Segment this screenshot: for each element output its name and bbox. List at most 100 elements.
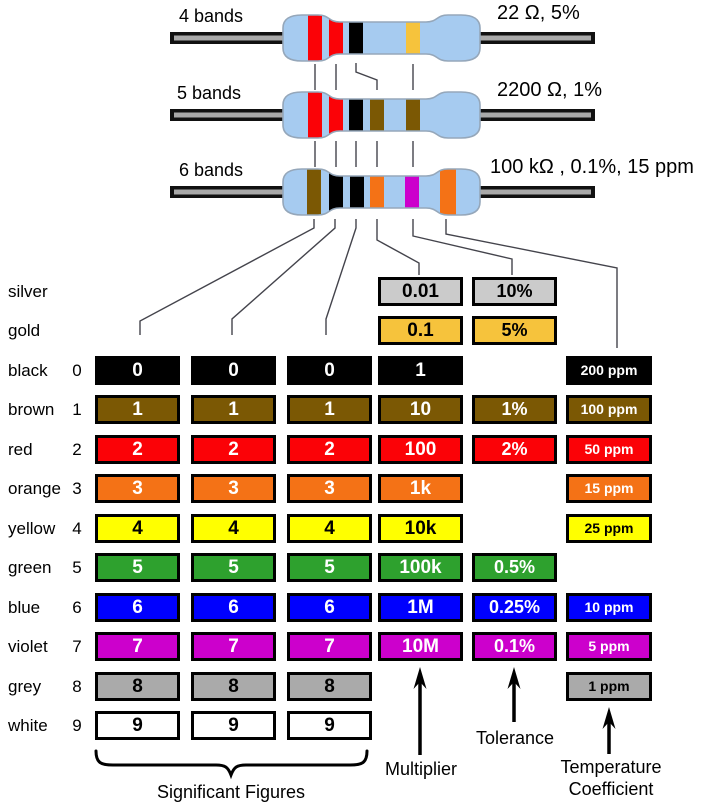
band-black <box>350 169 364 215</box>
band-red <box>329 15 343 61</box>
temperature-coefficient-line2: Coefficient <box>568 779 654 799</box>
tolerance-arrow-icon <box>507 667 521 722</box>
row-label-silver: silver <box>8 282 48 301</box>
band-brown <box>406 92 420 138</box>
cell-brown-sig1: 1 <box>95 395 180 424</box>
cell-red-temp: 50 ppm <box>566 435 652 464</box>
row-digit-red: 2 <box>72 440 82 459</box>
band-violet <box>405 169 419 215</box>
cell-brown-sig3: 1 <box>287 395 372 424</box>
row-digit-green: 5 <box>72 558 82 577</box>
resistor-4-band <box>170 14 595 62</box>
cell-silver-tol: 10% <box>472 277 557 306</box>
band-brown <box>307 169 321 215</box>
row-label-red: red <box>8 440 33 459</box>
resistor-6band-label: 6 bands <box>179 160 244 180</box>
band-orange <box>440 169 456 215</box>
row-digit-yellow: 4 <box>72 519 82 538</box>
cell-blue-sig1: 6 <box>95 593 180 622</box>
cell-brown-mult: 10 <box>378 395 463 424</box>
row-label-orange: orange <box>8 479 61 498</box>
cell-violet-sig3: 7 <box>287 632 372 661</box>
cell-white-sig1: 9 <box>95 711 180 740</box>
cell-red-mult: 100 <box>378 435 463 464</box>
temperature-coefficient-line1: Temperature <box>560 757 662 777</box>
cell-orange-temp: 15 ppm <box>566 474 652 503</box>
cell-white-sig3: 9 <box>287 711 372 740</box>
cell-silver-mult: 0.01 <box>378 277 463 306</box>
cell-black-sig1: 0 <box>95 356 180 385</box>
cell-orange-mult: 1k <box>378 474 463 503</box>
cell-orange-sig1: 3 <box>95 474 180 503</box>
cell-blue-temp: 10 ppm <box>566 593 652 622</box>
multiplier-label: Multiplier <box>384 759 458 779</box>
significant-figures-brace <box>94 749 369 780</box>
cell-violet-mult: 10M <box>378 632 463 661</box>
row-digit-orange: 3 <box>72 479 82 498</box>
band-black <box>349 15 363 61</box>
resistor-6band-value: 100 kΩ , 0.1%, 15 ppm <box>490 156 694 178</box>
cell-red-sig2: 2 <box>191 435 276 464</box>
resistor-6-band <box>170 168 595 216</box>
cell-blue-sig2: 6 <box>191 593 276 622</box>
cell-green-sig3: 5 <box>287 553 372 582</box>
cell-black-sig3: 0 <box>287 356 372 385</box>
row-label-white: white <box>8 716 48 735</box>
resistor-body-outline <box>282 91 481 139</box>
resistor-4band-label: 4 bands <box>179 6 244 26</box>
cell-brown-sig2: 1 <box>191 395 276 424</box>
cell-green-tol: 0.5% <box>472 553 557 582</box>
row-digit-violet: 7 <box>72 637 82 656</box>
row-digit-blue: 6 <box>72 598 82 617</box>
cell-grey-sig1: 8 <box>95 672 180 701</box>
cell-orange-sig2: 3 <box>191 474 276 503</box>
cell-green-mult: 100k <box>378 553 463 582</box>
temperature-coefficient-label: Temperature Coefficient <box>560 756 661 800</box>
temperature-coefficient-arrow-icon <box>602 707 616 754</box>
cell-grey-temp: 1 ppm <box>566 672 652 701</box>
resistor-4band-value: 22 Ω, 5% <box>497 2 580 24</box>
cell-black-mult: 1 <box>378 356 463 385</box>
cell-red-tol: 2% <box>472 435 557 464</box>
row-label-green: green <box>8 558 52 577</box>
cell-yellow-temp: 25 ppm <box>566 514 652 543</box>
cell-black-temp: 200 ppm <box>566 356 652 385</box>
cell-yellow-sig3: 4 <box>287 514 372 543</box>
cell-yellow-sig1: 4 <box>95 514 180 543</box>
resistor-body-outline <box>282 168 481 216</box>
resistor-5band-label: 5 bands <box>177 83 242 103</box>
row-digit-black: 0 <box>72 361 82 380</box>
band-black <box>329 169 343 215</box>
cell-gold-mult: 0.1 <box>378 316 463 345</box>
resistor-5band-value: 2200 Ω, 1% <box>497 79 603 101</box>
row-label-blue: blue <box>8 598 41 617</box>
cell-blue-mult: 1M <box>378 593 463 622</box>
band-black <box>349 92 363 138</box>
row-digit-white: 9 <box>72 716 82 735</box>
row-label-black: black <box>8 361 48 380</box>
band-gold <box>406 15 420 61</box>
row-label-gold: gold <box>8 321 41 340</box>
cell-violet-tol: 0.1% <box>472 632 557 661</box>
significant-figures-label: Significant Figures <box>156 782 306 802</box>
band-pointer-lines <box>139 63 618 348</box>
row-label-yellow: yellow <box>8 519 56 538</box>
cell-white-sig2: 9 <box>191 711 276 740</box>
cell-yellow-mult: 10k <box>378 514 463 543</box>
resistor-body-outline <box>282 14 481 62</box>
cell-orange-sig3: 3 <box>287 474 372 503</box>
multiplier-arrow-icon <box>413 667 427 755</box>
cell-red-sig3: 2 <box>287 435 372 464</box>
cell-brown-temp: 100 ppm <box>566 395 652 424</box>
row-digit-grey: 8 <box>72 677 82 696</box>
band-brown <box>370 92 384 138</box>
cell-violet-sig2: 7 <box>191 632 276 661</box>
cell-green-sig2: 5 <box>191 553 276 582</box>
row-label-grey: grey <box>8 677 42 696</box>
cell-red-sig1: 2 <box>95 435 180 464</box>
cell-grey-sig2: 8 <box>191 672 276 701</box>
row-digit-brown: 1 <box>72 400 82 419</box>
cell-violet-sig1: 7 <box>95 632 180 661</box>
